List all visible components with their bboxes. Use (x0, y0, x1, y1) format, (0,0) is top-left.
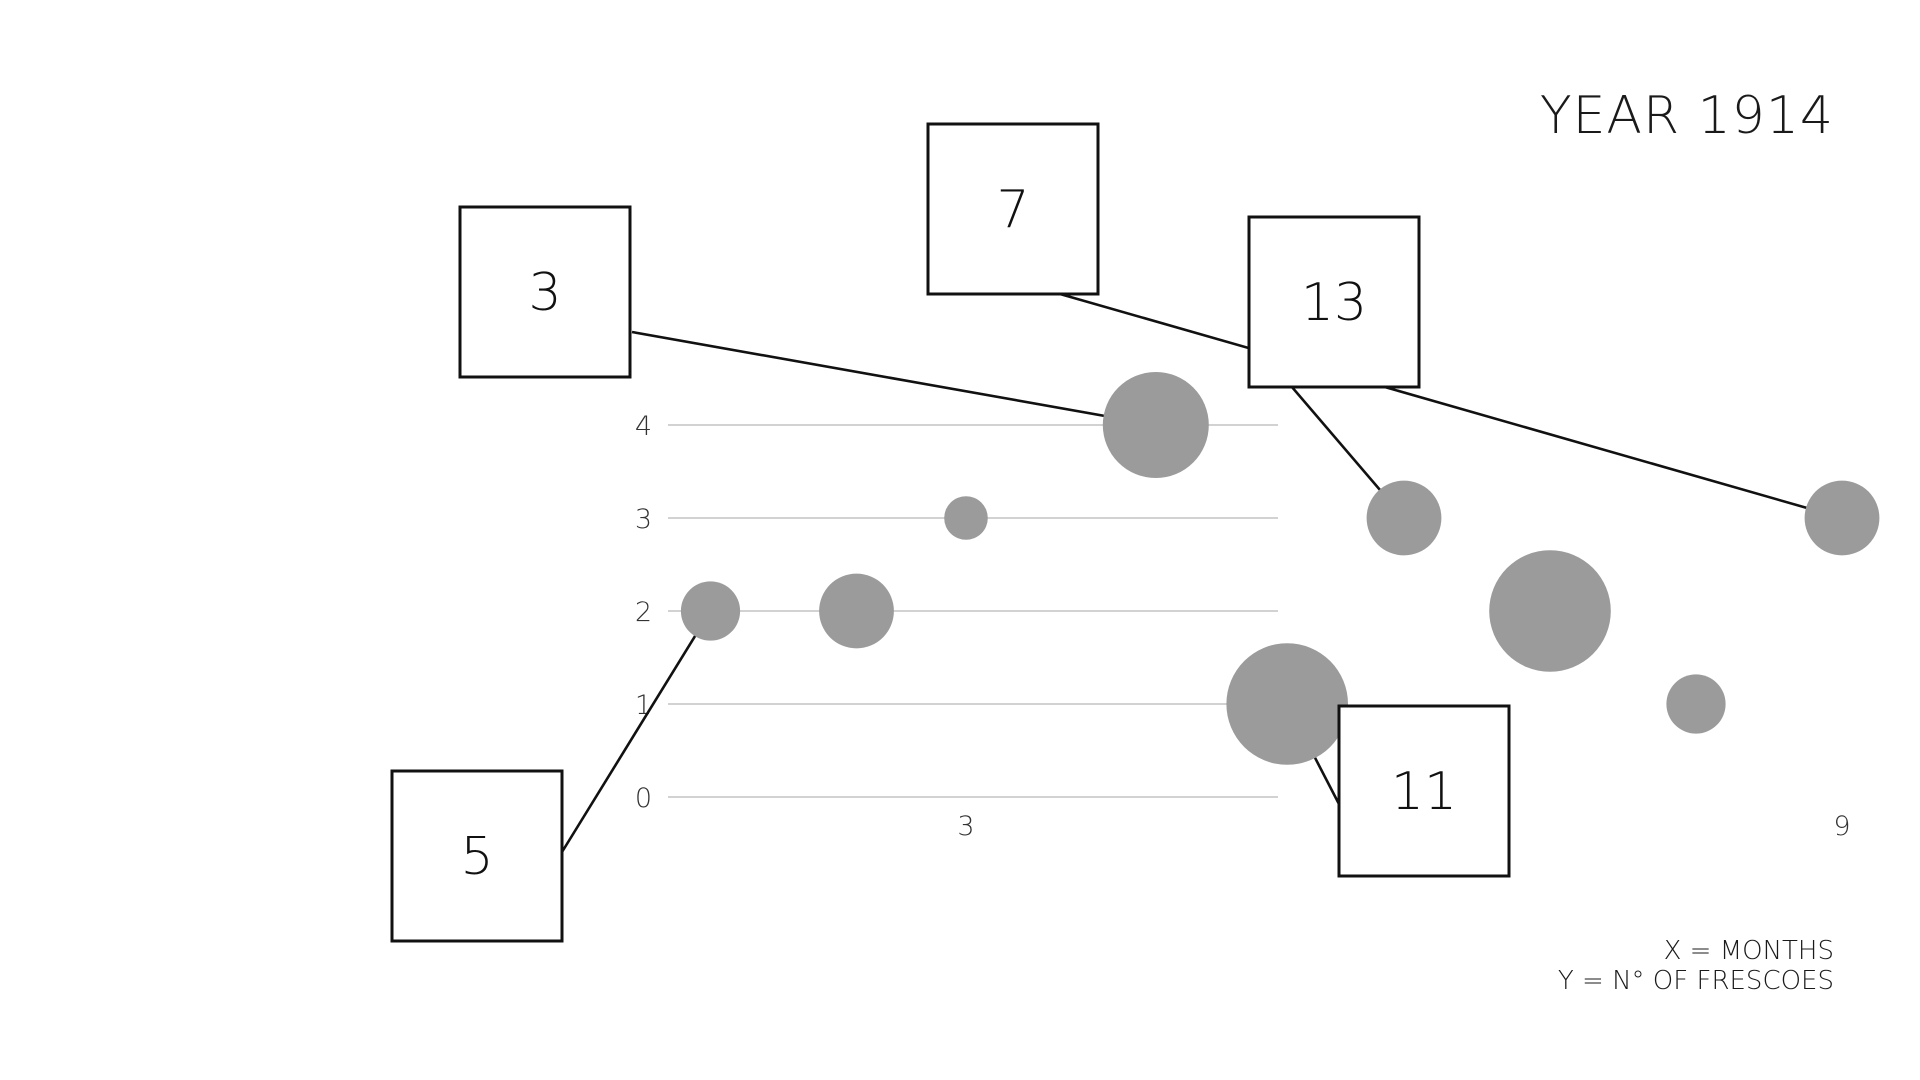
callout-label: 3 (528, 263, 561, 323)
bubble-point-2 (944, 496, 988, 540)
bubble-point-8 (1804, 480, 1880, 556)
y-tick-label: 0 (635, 783, 652, 814)
y-tick-label: 4 (635, 411, 652, 442)
y-tick-label: 3 (635, 504, 652, 535)
callout-leader-line (631, 330, 1157, 427)
callout-label: 13 (1301, 273, 1367, 333)
bubble-point-5 (1366, 480, 1442, 556)
bubble-point-4 (1226, 643, 1348, 765)
bubble-point-6 (1489, 550, 1611, 672)
legend-y-line: Y = N° OF FRESCOES (1557, 966, 1834, 996)
callout-leader-line (1059, 292, 1843, 520)
callout-label: 5 (460, 827, 493, 887)
callout-label: 11 (1391, 762, 1457, 822)
callout-box (458, 205, 632, 379)
y-tick-label: 2 (635, 597, 652, 628)
callout-box (390, 769, 564, 943)
bubble-point-7 (1666, 674, 1726, 734)
x-tick-label: 3 (957, 811, 974, 842)
axis-legend: X = MONTHS Y = N° OF FRESCOES (1558, 936, 1834, 996)
bubbles (680, 372, 1880, 765)
bubble-point-0 (680, 581, 741, 641)
callout-box (1337, 704, 1511, 878)
bubble-point-1 (819, 573, 894, 649)
callout-leader-line (560, 610, 712, 853)
bubble-point-3 (1102, 372, 1209, 478)
callout-box (926, 122, 1100, 296)
x-tick-labels: 36912 (957, 811, 1850, 842)
callout-label: 7 (996, 180, 1029, 240)
legend-x-line: X = MONTHS (1663, 936, 1834, 966)
callout-leader-lines (560, 292, 1843, 853)
y-tick-labels: 0 1 2 3 4 (635, 411, 652, 814)
year-title: YEAR 1914 (1539, 86, 1834, 146)
y-tick-label: 1 (635, 690, 652, 721)
callout-box (1247, 215, 1421, 389)
gridlines (668, 424, 1278, 798)
x-tick-label: 9 (1833, 811, 1850, 842)
